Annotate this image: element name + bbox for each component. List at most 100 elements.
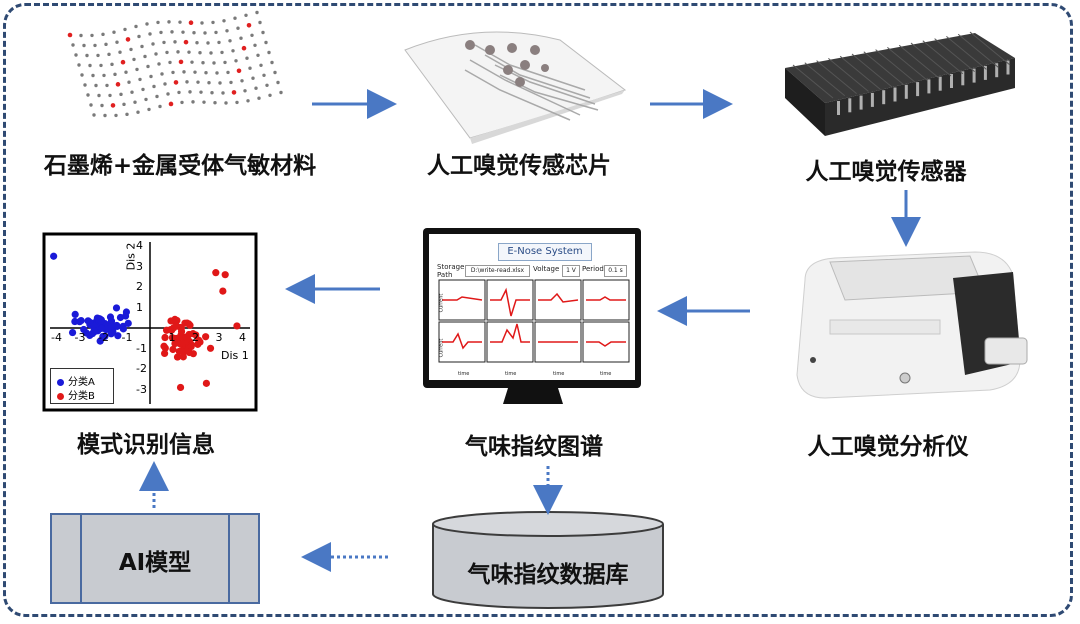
pca-point-b — [186, 321, 194, 329]
sensor-fin — [922, 40, 964, 75]
monitor-xlabel-4: time — [600, 371, 612, 377]
graphene-atom — [71, 43, 75, 47]
graphene-atom — [103, 113, 107, 118]
graphene-atom — [270, 60, 274, 65]
graphene-atom — [115, 82, 121, 87]
graphene-atom — [110, 62, 114, 67]
graphene-atom — [122, 102, 126, 107]
graphene-atom — [234, 59, 238, 63]
node-fingerprint-label: 气味指纹图谱 — [465, 434, 603, 460]
pca-x-tick: -4 — [51, 331, 62, 344]
node-material-label: 石墨烯+金属受体气敏材料 — [43, 153, 317, 179]
graphene-atom — [196, 80, 200, 84]
graphene-atom — [240, 79, 244, 83]
graphene-atom — [188, 20, 194, 26]
graphene-atom — [125, 37, 131, 42]
graphene-atom — [88, 63, 92, 68]
graphene-atom — [89, 103, 93, 107]
graphene-atom — [90, 33, 94, 38]
graphene-atom — [198, 51, 202, 55]
sensor-pin — [893, 87, 897, 102]
graphene-atom — [231, 90, 237, 95]
graphene-atom — [195, 41, 199, 45]
pca-point-a — [86, 331, 94, 340]
graphene-atom — [202, 100, 206, 104]
graphene-atom — [213, 101, 217, 105]
graphene-atom — [147, 107, 151, 112]
graphene-atom — [105, 83, 109, 88]
sensor-device-image — [785, 31, 1015, 136]
graphene-atom — [246, 99, 250, 103]
graphene-atom — [115, 40, 119, 44]
node-pattern-label: 模式识别信息 — [77, 432, 215, 458]
signal-trace — [586, 341, 626, 347]
signal-trace — [586, 296, 626, 301]
node-ai-model-label: AI模型 — [118, 550, 192, 576]
period-label: Period — [582, 265, 604, 273]
pca-point-b — [176, 383, 185, 392]
graphene-atom — [80, 73, 84, 77]
sensor-pin — [927, 79, 931, 94]
pca-y-tick: 4 — [136, 239, 143, 252]
node-chip-label: 人工嗅觉传感芯片 — [427, 153, 611, 179]
graphene-atom — [241, 45, 247, 51]
voltage-value: 1 V — [562, 265, 580, 277]
graphene-atom — [261, 30, 265, 35]
sensor-chip-image — [404, 31, 627, 144]
sensor-fin — [828, 58, 869, 92]
sensor-fin — [792, 64, 834, 99]
graphene-atom — [146, 64, 150, 69]
pca-point-b — [162, 326, 171, 334]
monitor-xlabel-3: time — [553, 371, 565, 377]
graphene-atom — [182, 70, 186, 74]
database-cylinder — [432, 511, 664, 609]
diagram-frame — [3, 3, 1073, 617]
graphene-atom — [203, 31, 207, 35]
monitor-title: E-Nose System — [498, 243, 592, 261]
node-sensor-label: 人工嗅觉传感器 — [805, 159, 967, 185]
graphene-atom — [77, 63, 81, 67]
graphene-atom — [185, 80, 189, 84]
graphene-atom — [156, 20, 160, 25]
graphene-atom — [212, 61, 216, 65]
sensor-pin — [995, 63, 999, 78]
pca-point-b — [202, 333, 210, 341]
pca-point-b — [161, 349, 169, 358]
sensor-pin — [972, 68, 976, 83]
pca-point-a — [114, 332, 122, 340]
graphene-atom — [206, 41, 210, 45]
graphene-atom — [250, 33, 254, 37]
sensor-fin — [969, 31, 1011, 66]
graphene-atom — [262, 73, 266, 77]
graphene-atom — [127, 80, 131, 84]
graphene-atom — [138, 77, 142, 82]
graphene-atom — [130, 90, 134, 94]
monitor-ylabel-1: Current — [438, 293, 445, 313]
graphene-atom — [83, 83, 87, 87]
signal-trace — [442, 296, 483, 301]
graphene-atom — [136, 110, 140, 114]
ai-model-box: AI模型 — [50, 513, 260, 604]
graphene-atom — [168, 60, 172, 65]
pca-point-a — [98, 324, 106, 332]
legend-dot-a — [57, 378, 64, 386]
graphene-atom — [110, 103, 116, 108]
sensor-pin — [961, 71, 965, 86]
graphene-atom — [255, 10, 259, 15]
pca-point-b — [212, 269, 220, 277]
pca-point-b — [175, 333, 184, 341]
pca-x-tick: -1 — [121, 331, 133, 344]
graphene-atom — [188, 90, 192, 94]
graphene-atom — [273, 70, 277, 75]
graphene-atom — [165, 50, 169, 55]
graphene-atom — [100, 103, 104, 108]
graphene-atom — [99, 63, 103, 68]
pca-point-a — [50, 252, 58, 260]
graphene-atom — [93, 43, 97, 48]
graphene-atom — [137, 34, 141, 39]
graphene-material-image — [67, 10, 283, 118]
graphene-atom — [201, 61, 205, 65]
graphene-atom — [239, 36, 243, 40]
graphene-atom — [104, 42, 108, 47]
sensor-fin — [863, 51, 905, 86]
